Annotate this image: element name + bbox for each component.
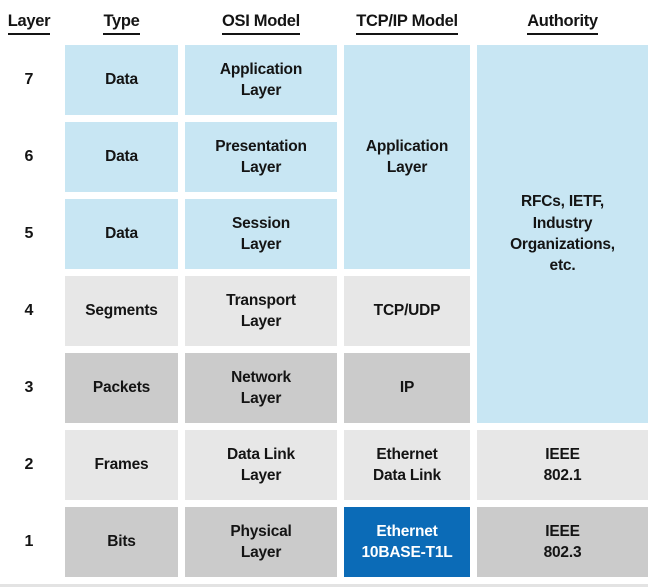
bottom-edge-divider <box>0 584 648 587</box>
column-header-osi-model: OSI Model <box>185 0 337 38</box>
cell-tcpip-ethernet-10base-t1l-highlight: Ethernet 10BASE-T1L <box>344 507 470 577</box>
cell-tcpip-application-layer: Application Layer <box>344 45 470 269</box>
cell-tcpip-tcp-udp: TCP/UDP <box>344 276 470 346</box>
cell-osi-data-link-layer: Data Link Layer <box>185 430 337 500</box>
cell-authority-ieee-802-3: IEEE 802.3 <box>477 507 648 577</box>
cell-osi-network-layer: Network Layer <box>185 353 337 423</box>
layer-number-3: 3 <box>24 379 34 396</box>
cell-type-layer7: Data <box>65 45 178 115</box>
cell-osi-presentation-layer: Presentation Layer <box>185 122 337 192</box>
cell-type-layer4: Segments <box>65 276 178 346</box>
column-header-tcpip-model: TCP/IP Model <box>344 0 470 38</box>
cell-osi-application-layer: Application Layer <box>185 45 337 115</box>
cell-authority-rfcs-ietf: RFCs, IETF, Industry Organizations, etc. <box>477 45 648 423</box>
cell-type-layer3: Packets <box>65 353 178 423</box>
layer-number-1: 1 <box>24 533 34 550</box>
column-header-layer: Layer <box>0 0 58 38</box>
column-header-osi-model-label: OSI Model <box>222 12 300 35</box>
layer-number-5: 5 <box>24 225 34 242</box>
column-header-tcpip-model-label: TCP/IP Model <box>356 12 458 35</box>
cell-type-layer2: Frames <box>65 430 178 500</box>
cell-type-layer1: Bits <box>65 507 178 577</box>
column-header-type: Type <box>65 0 178 38</box>
cell-type-layer6: Data <box>65 122 178 192</box>
cell-osi-transport-layer: Transport Layer <box>185 276 337 346</box>
column-header-authority: Authority <box>477 0 648 38</box>
column-header-type-label: Type <box>103 12 140 35</box>
cell-osi-physical-layer: Physical Layer <box>185 507 337 577</box>
cell-tcpip-ip: IP <box>344 353 470 423</box>
cell-tcpip-ethernet-data-link: Ethernet Data Link <box>344 430 470 500</box>
cell-type-layer5: Data <box>65 199 178 269</box>
layer-number-2: 2 <box>24 456 34 473</box>
column-header-layer-label: Layer <box>7 12 51 35</box>
layer-number-4: 4 <box>24 302 34 319</box>
layer-number-7: 7 <box>24 71 34 88</box>
cell-authority-ieee-802-1: IEEE 802.1 <box>477 430 648 500</box>
cell-osi-session-layer: Session Layer <box>185 199 337 269</box>
layer-number-6: 6 <box>24 148 34 165</box>
column-header-authority-label: Authority <box>527 12 598 35</box>
